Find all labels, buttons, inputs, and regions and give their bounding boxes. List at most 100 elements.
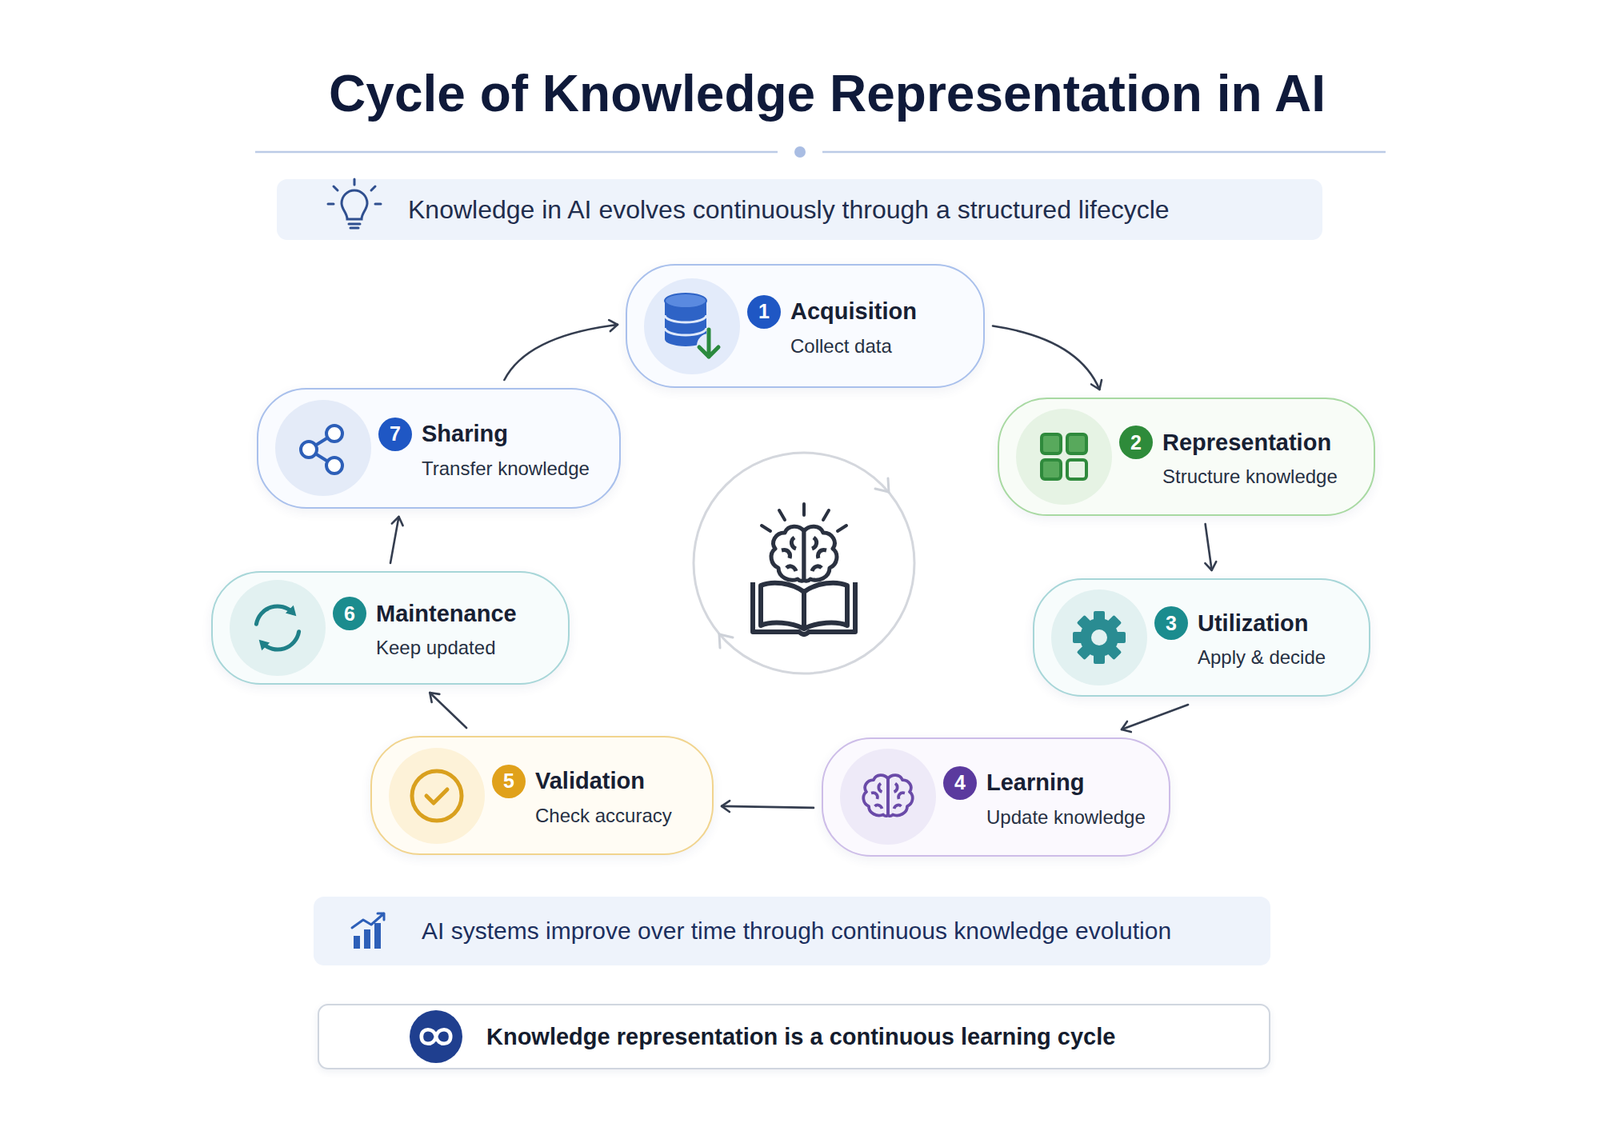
ring-arrow-head [719,634,733,648]
icon-circle [409,1010,463,1064]
heading-row: 6 Maintenance [332,596,560,631]
bulb-ray [371,186,376,191]
idea-rays [761,504,847,532]
ray [823,510,829,520]
process-step-box: 6 MaintenanceKeep updated [211,571,570,685]
icon-circle [229,580,326,676]
step-number-badge: 3 [1154,606,1188,640]
process-step-box: 3UtilizationApply & decide [1032,578,1371,697]
step-description: Transfer knowledge [421,457,612,480]
gear-body [1080,618,1119,657]
step-heading: Maintenance [376,600,517,628]
download-arrow [699,329,719,357]
learning-icon [840,748,936,845]
step-heading: Sharing [421,420,508,448]
maintenance-icon [229,580,326,676]
cycle-arrow [504,324,618,380]
gear-tooth [1093,611,1105,623]
trend-arrow [352,913,384,928]
band-text: Knowledge in AI evolves continuously thr… [408,195,1170,225]
step-number-badge: 6 [332,596,367,631]
step-description: Structure knowledge [1162,465,1366,488]
grid-square [1041,434,1061,454]
message-band: AI systems improve over time through con… [313,896,1271,966]
book-page [760,583,804,629]
band-text: Knowledge representation is a continuous… [486,1024,1116,1051]
database-body [664,300,707,347]
check-mark [426,789,448,804]
infinity-icon [409,1010,463,1064]
icon-circle [1016,408,1112,505]
cycle-arrow [1205,524,1212,571]
heading-row: 4 Learning [943,766,1161,800]
process-step-box: 5 ValidationCheck accuracy [370,736,714,856]
step-heading: Validation [535,768,645,795]
step-heading: Representation [1162,429,1332,456]
bulb-ray [333,186,338,191]
share-dot [326,425,343,442]
step-heading: Utilization [1197,610,1309,637]
share-dot [326,457,343,474]
ray [761,525,771,532]
heading-row: 1Acquisition [747,295,976,329]
process-step-box: 4LearningUpdate knowledge [821,737,1171,857]
grid-square [1067,434,1087,454]
step-description: Keep updated [376,636,560,660]
icon-circle [275,400,372,496]
process-step-box: 7 SharingTransfer knowledge [256,388,621,509]
share-link [308,449,335,466]
cycle-arrow [429,692,467,728]
center-illustration [693,452,915,674]
gear-tooth [1114,632,1126,644]
gear-tooth [1105,644,1122,660]
database-band [664,315,707,336]
step-description: Check accuracy [535,804,704,828]
gear-tooth [1072,632,1084,644]
step-number-badge: 4 [943,766,977,800]
step-number-badge: 5 [492,764,526,799]
chart-bar [364,929,371,949]
step-number-badge: 7 [378,417,412,452]
grid-square [1041,460,1061,480]
bulb-ray [375,203,381,206]
acquisition-icon [644,278,740,375]
check-ring [412,771,462,821]
chart-bar [353,936,360,949]
message-band: Knowledge representation is a continuous… [317,1004,1271,1070]
heading-row: 5 Validation [492,764,704,799]
step-heading: Acquisition [790,298,917,325]
gear-symbol [1072,611,1126,664]
utilization-icon [1051,589,1148,686]
database-top [664,293,707,308]
infinity-symbol [421,1029,451,1044]
heading-row: 3 Utilization [1154,606,1361,640]
cycle-arrow [1121,704,1188,730]
sharing-icon [275,400,372,496]
ray [779,510,785,520]
ray [802,504,806,516]
validation-icon [388,748,485,844]
grid-square [1067,460,1087,480]
gear-tooth [1076,615,1093,632]
gear-tooth [1093,652,1105,664]
share-link [308,433,335,450]
book-cover [752,582,856,635]
icon-circle [840,748,936,845]
share-dot [300,441,317,458]
ring-arrow-head [875,478,889,492]
diagram-title: Cycle of Knowledge Representation in AI [0,64,1600,124]
process-step-box: 1AcquisitionCollect data [625,264,985,388]
cycle-arrow [992,326,1100,391]
step-heading: Learning [986,769,1084,796]
divider-line [822,151,1386,154]
process-step-box: 2 RepresentationStructure knowledge [997,397,1376,516]
heading-row: 7 Sharing [378,417,612,452]
gear-tooth [1105,615,1122,632]
band-text: AI systems improve over time through con… [421,917,1172,945]
step-number-badge: 2 [1119,425,1153,460]
arrow-backing [696,333,721,358]
